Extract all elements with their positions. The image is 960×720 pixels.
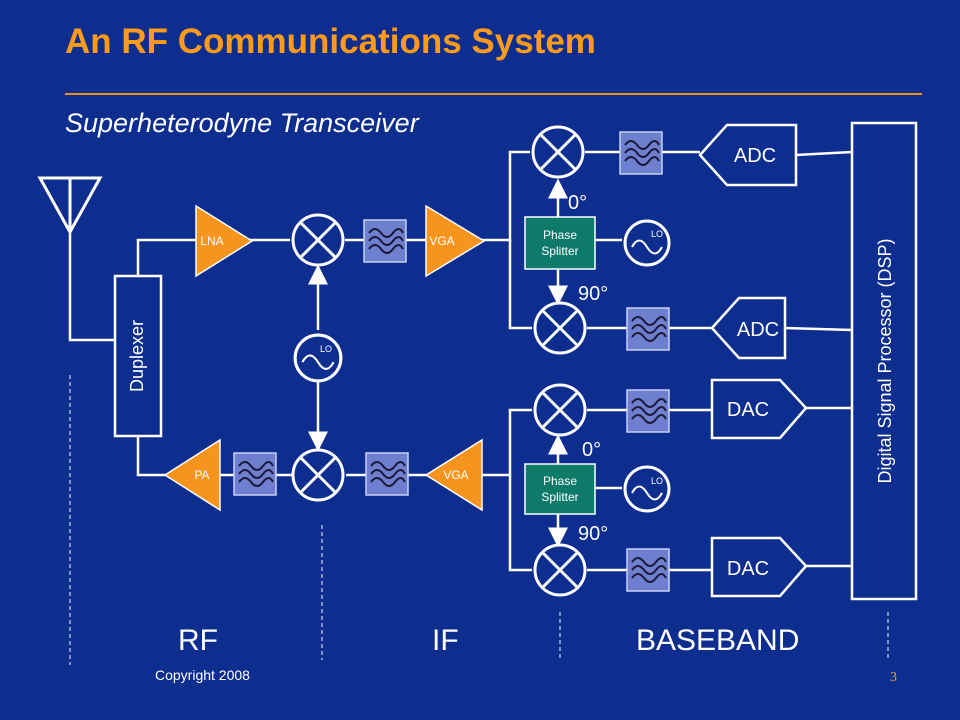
pa-label: PA [194, 468, 209, 482]
lna-label: LNA [200, 234, 223, 248]
bandpass-filter-icon [233, 452, 277, 496]
section-label-baseband: BASEBAND [636, 624, 800, 657]
copyright-text: Copyright 2008 [155, 667, 250, 683]
adc-label: ADC [737, 319, 779, 341]
title-divider [65, 93, 922, 95]
slide-title: An RF Communications System [65, 22, 596, 61]
sine-wave-icon [623, 465, 671, 513]
phase-label-rx-0: 0° [568, 192, 587, 214]
dac-block-i: DAC [710, 378, 808, 440]
mixer-icon [291, 213, 345, 267]
bandpass-filter-icon [626, 307, 670, 351]
dac-label: DAC [727, 558, 769, 580]
antenna-icon [37, 176, 103, 236]
mixer-icon [291, 448, 345, 502]
bandpass-filter-icon [619, 131, 663, 175]
lo-arrows [308, 178, 568, 548]
phase-label-rx-90: 90° [578, 283, 608, 305]
bandpass-filter-icon [626, 389, 670, 433]
dsp-block: Digital Signal Processor (DSP) [850, 121, 918, 601]
mixer-icon [533, 301, 587, 355]
section-label-if: IF [432, 624, 459, 657]
section-dividers [69, 375, 889, 665]
lo-oscillator-if: LO [293, 333, 343, 383]
lo-label: LO [651, 476, 663, 486]
pa-amplifier: PA [163, 438, 221, 512]
dac-block-q: DAC [710, 536, 808, 598]
phase-splitter-label: Phase Splitter [541, 228, 579, 258]
mixer-icon [531, 125, 585, 179]
page-number: 3 [890, 670, 897, 685]
bandpass-filter-icon [365, 452, 409, 496]
adc-block-i: ADC [698, 123, 798, 187]
bandpass-filter-icon [363, 219, 407, 263]
lna-amplifier: LNA [195, 204, 254, 278]
sine-wave-icon [623, 219, 671, 267]
slide-subtitle: Superheterodyne Transceiver [65, 108, 419, 138]
vga-tx-label: VGA [443, 468, 468, 482]
sine-wave-icon [293, 333, 343, 383]
bandpass-filter-icon [626, 548, 670, 592]
duplexer-block: Duplexer [113, 274, 163, 438]
dac-label: DAC [727, 399, 769, 421]
adc-block-q: ADC [710, 296, 787, 360]
phase-label-tx-0: 0° [582, 439, 601, 461]
vga-rx-label: VGA [429, 234, 454, 248]
vga-rx-amplifier: VGA [425, 204, 486, 278]
mixer-icon [533, 543, 587, 597]
lo-label: LO [651, 229, 663, 239]
phase-splitter-tx: Phase Splitter [524, 463, 596, 515]
adc-label: ADC [734, 145, 776, 167]
phase-label-tx-90: 90° [578, 523, 608, 545]
lo-label: LO [320, 344, 332, 354]
dsp-label: Digital Signal Processor (DSP) [875, 238, 895, 483]
lo-oscillator-rx: LO [623, 219, 671, 267]
mixer-icon [533, 383, 587, 437]
phase-splitter-rx: Phase Splitter [524, 216, 596, 270]
section-label-rf: RF [178, 624, 218, 657]
vga-tx-amplifier: VGA [424, 438, 483, 512]
signal-wires [68, 150, 853, 572]
phase-splitter-label: Phase Splitter [541, 474, 579, 504]
duplexer-label: Duplexer [127, 320, 147, 392]
lo-oscillator-tx: LO [623, 465, 671, 513]
